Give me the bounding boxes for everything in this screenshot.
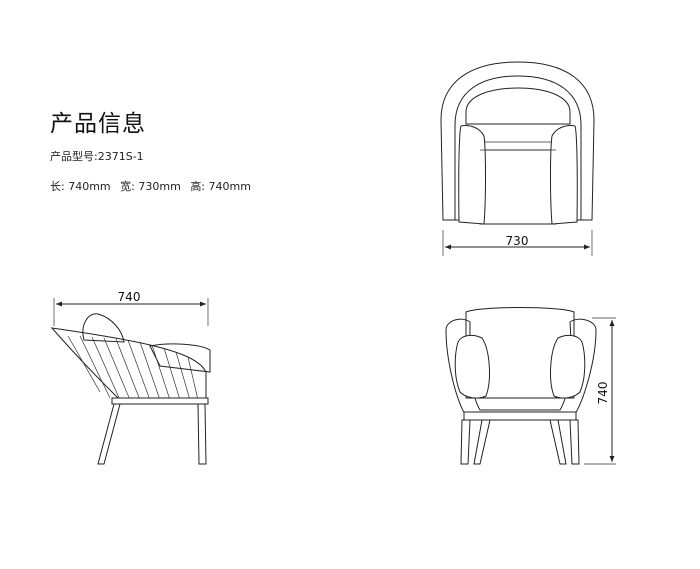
height-label: 高:	[190, 180, 206, 193]
top-view-dimension: 730	[506, 234, 529, 248]
front-view-dimension: 740	[596, 382, 610, 405]
height-value: 740mm	[208, 180, 251, 193]
top-view: 730	[440, 61, 595, 256]
front-view: 740	[445, 307, 616, 465]
dimensions-line: 长: 740mm 宽: 730mm 高: 740mm	[50, 178, 251, 194]
length-value: 740mm	[68, 180, 111, 193]
model-label: 产品型号:	[50, 150, 98, 163]
model-line: 产品型号:2371S-1	[50, 148, 144, 164]
width-value: 730mm	[138, 180, 181, 193]
length-label: 长:	[50, 180, 65, 193]
side-view-dimension: 740	[118, 290, 141, 304]
width-label: 宽:	[120, 180, 135, 193]
model-value: 2371S-1	[97, 150, 144, 163]
product-info-title: 产品信息	[50, 111, 146, 137]
side-view: 740	[50, 290, 211, 465]
